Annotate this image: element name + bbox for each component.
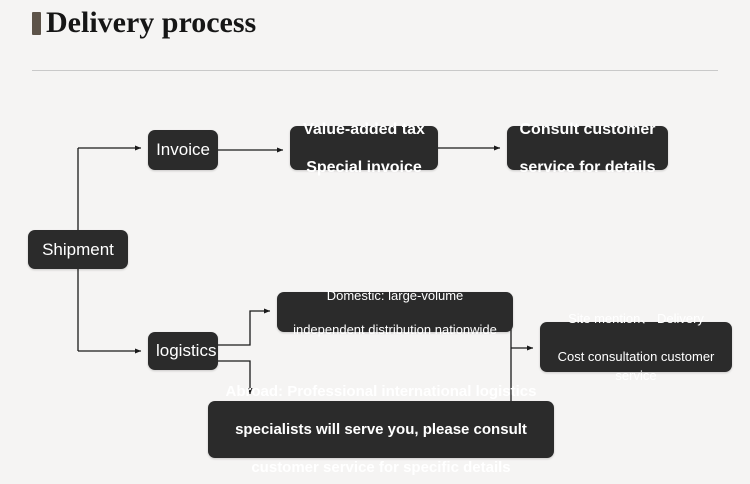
node-logistics[interactable]: logistics [148, 332, 218, 370]
node-logistics-label: logistics [156, 341, 217, 360]
node-abroad-text: Abroad: Professional international logis… [216, 382, 546, 477]
title-marker-icon [32, 11, 41, 35]
node-invoice[interactable]: Invoice [148, 130, 218, 170]
node-site-line1: Site mention、 Delivery [568, 311, 704, 326]
node-invoice-label: Invoice [156, 140, 210, 159]
node-shipment-label: Shipment [42, 239, 114, 259]
node-abroad-line2: specialists will serve you, please consu… [235, 421, 527, 438]
node-consult-text: Consult customer service for details [515, 120, 660, 177]
node-domestic-line1: Domestic: large-volume [326, 287, 464, 303]
node-site-line2: Cost consultation customer service [557, 349, 715, 383]
node-shipment[interactable]: Shipment [28, 230, 128, 269]
edge-logistics-domestic [218, 308, 271, 346]
node-site-mention-delivery[interactable]: Site mention、 Delivery Cost consultation… [540, 311, 732, 383]
node-consult-customer-service[interactable]: Consult customer service for details [507, 121, 668, 176]
node-domestic-text: Domestic: large-volume independent distr… [285, 287, 505, 338]
title-row: Delivery process [32, 6, 256, 40]
node-consult-line2: service for details [519, 158, 656, 176]
node-vat-line1: Value-added tax [303, 120, 425, 138]
node-domestic-line2: independent distribution nationwide [293, 321, 497, 337]
node-domestic-distribution[interactable]: Domestic: large-volume independent distr… [277, 288, 513, 337]
header-divider [32, 70, 718, 71]
node-vat-text: Value-added tax Special invoice [298, 120, 430, 177]
page-title: Delivery process [46, 6, 257, 39]
node-site-text: Site mention、 Delivery Cost consultation… [548, 309, 724, 385]
node-abroad-line1: Abroad: Professional international logis… [225, 383, 537, 400]
node-abroad-logistics[interactable]: Abroad: Professional international logis… [208, 383, 554, 476]
node-abroad-line3: customer service for specific details [251, 459, 511, 476]
page-header: Delivery process [0, 0, 750, 72]
node-value-added-tax[interactable]: Value-added tax Special invoice [290, 121, 438, 176]
node-consult-line1: Consult customer [519, 120, 656, 138]
edge-logistics-abroad [218, 360, 253, 395]
node-vat-line2: Special invoice [306, 158, 422, 176]
